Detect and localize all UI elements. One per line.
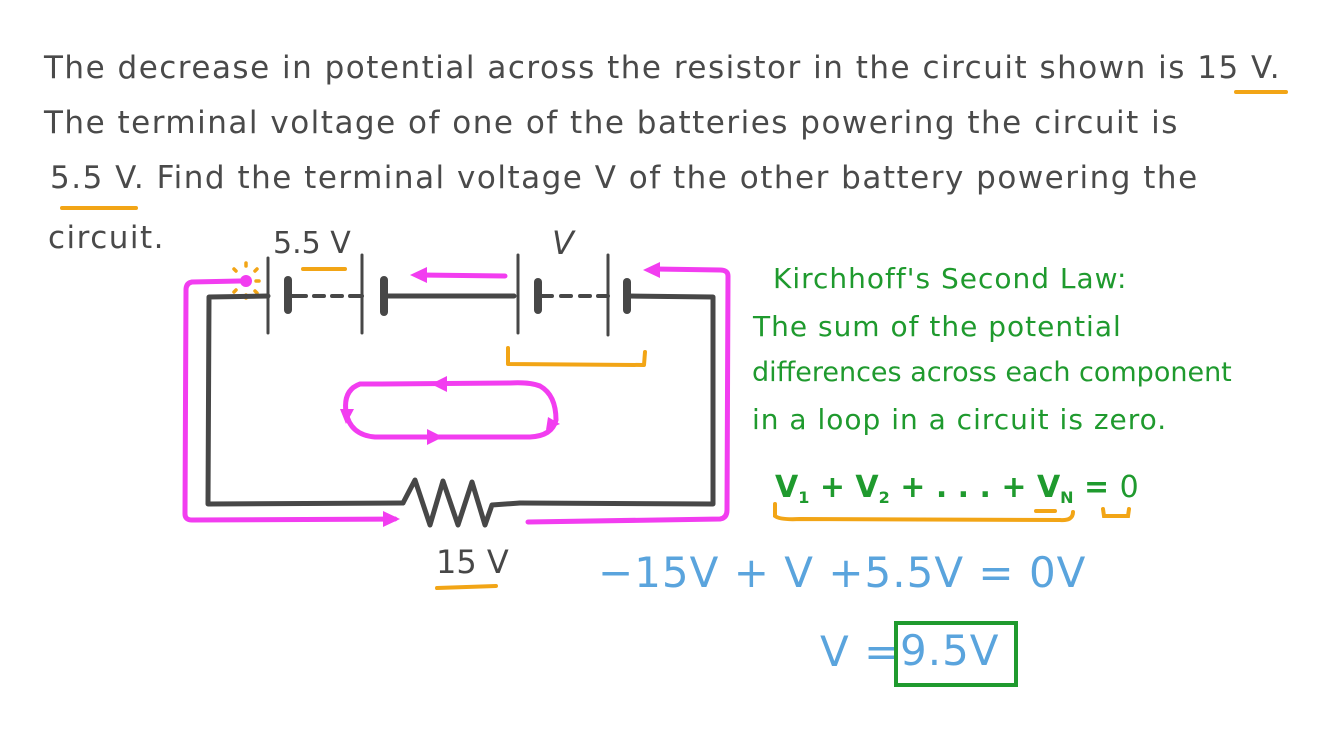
loop-arrow-top [431, 376, 447, 392]
plus-sign: + [819, 470, 845, 505]
bracket-zero [1101, 507, 1131, 518]
underline-15v [1234, 90, 1288, 94]
battery-voltage-given: 5.5 V [50, 160, 134, 196]
answer-lhs: V = [820, 627, 901, 676]
battery-2-label: V [552, 224, 574, 262]
start-point-dot [240, 275, 252, 287]
resistor-voltage-given: 15 V [1197, 50, 1270, 86]
current-path-right [525, 266, 731, 525]
resistor [400, 477, 523, 528]
equals-sign: = [1084, 470, 1110, 505]
zero-value: 0 [1119, 470, 1139, 505]
bracket-battery-v [506, 346, 647, 367]
law-line-2: differences across each component [752, 357, 1232, 388]
underline-5-5v [60, 206, 138, 210]
current-arrow-top-right [643, 262, 660, 278]
question-line-3: 5.5 V. Find the terminal voltage V of th… [50, 160, 1199, 196]
question-line-1: The decrease in potential across the res… [44, 50, 1281, 86]
current-arrow-top-middle [410, 267, 427, 283]
term-v2: V [855, 470, 879, 505]
period: . [1269, 50, 1282, 86]
term-vn: V [1036, 470, 1061, 505]
battery-v [516, 253, 631, 337]
current-arrow-bottom [383, 511, 400, 527]
loop-arrow-bottom [427, 429, 443, 445]
answer-box [894, 621, 1018, 687]
loop-arrow-right [546, 417, 560, 430]
loop-arrow-left [340, 409, 354, 424]
plus-sign: + [1001, 470, 1027, 505]
law-line-1: The sum of the potential [753, 310, 1122, 343]
underline-resistor-15v [435, 584, 498, 590]
battery-5-5v [266, 253, 388, 335]
subscript-2: 2 [878, 488, 890, 507]
ellipsis: . . . [935, 470, 991, 505]
current-path-middle [417, 272, 508, 279]
plus-sign: + [900, 470, 926, 505]
question-line-2: The terminal voltage of one of the batte… [44, 105, 1179, 141]
bracket-sum [773, 502, 1075, 523]
answer-value: 9.5V [900, 626, 1000, 675]
question-text: . Find the terminal voltage V of the oth… [133, 160, 1199, 196]
law-title: Kirchhoff's Second Law: [773, 262, 1128, 295]
term-v1: V [775, 470, 799, 505]
law-line-3: in a loop in a circuit is zero. [752, 403, 1168, 436]
question-text: The decrease in potential across the res… [44, 50, 1198, 86]
subscript-n: N [1060, 488, 1074, 507]
resistor-label: 15 V [436, 543, 509, 581]
battery-1-label: 5.5 V [273, 226, 351, 261]
kirchhoff-formula: V1 + V2 + . . . + VN = 0 [775, 470, 1139, 507]
current-path [182, 278, 398, 523]
solution-equation: −15V + V +5.5V = 0V [598, 548, 1087, 597]
question-line-4: circuit. [48, 220, 166, 256]
circuit-wires [205, 293, 716, 507]
loop-direction-indicator [343, 380, 559, 440]
subscript-1: 1 [798, 488, 810, 507]
